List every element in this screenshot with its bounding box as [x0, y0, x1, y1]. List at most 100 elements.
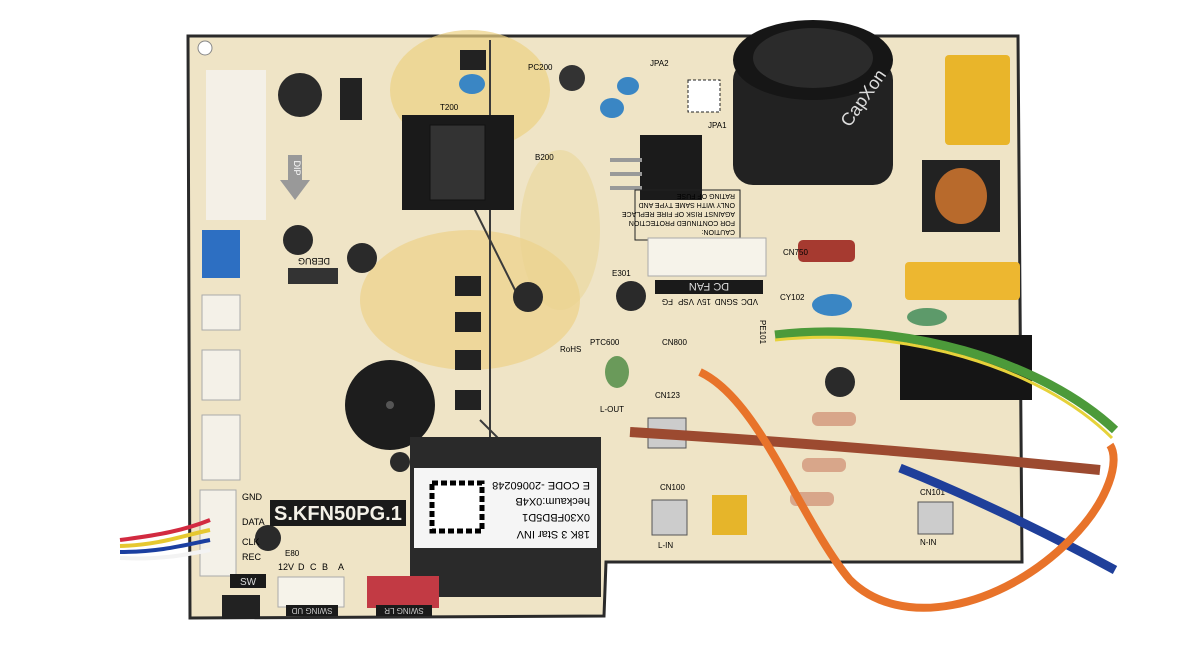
electrolytic-capacitor	[616, 281, 646, 311]
pin-label: DATA	[242, 517, 265, 527]
swing-lr-label: SWING LR	[384, 606, 424, 615]
pin-label: 12V	[278, 562, 294, 572]
dip-label: DIP	[292, 160, 302, 175]
ref-label: E80	[285, 549, 300, 558]
ref-label: CY102	[780, 293, 805, 302]
choke-winding	[935, 168, 987, 224]
electrolytic-capacitor	[278, 73, 322, 117]
ref-label: CN101	[920, 488, 945, 497]
main-capacitor-cap	[753, 28, 873, 88]
resistor	[812, 412, 856, 426]
switch[interactable]	[222, 595, 260, 619]
pcb-board	[186, 34, 1024, 620]
sticker-line: heckaum:0X4B	[515, 495, 590, 507]
wire-orange	[698, 368, 1118, 612]
ref-label: PE101	[758, 320, 767, 345]
connector-blue[interactable]	[202, 230, 240, 278]
optocoupler	[455, 312, 481, 332]
ref-label: N-IN	[920, 538, 937, 547]
pin-label: REC	[242, 552, 262, 562]
swing-ud-connector[interactable]	[277, 576, 345, 608]
optocoupler	[455, 390, 481, 410]
optocoupler	[455, 350, 481, 370]
wire-green-yellow	[774, 327, 1119, 434]
caution-line: ONLY WITH SAME TYPE AND	[639, 201, 735, 208]
wire-blue	[898, 463, 1118, 574]
mount-hole	[197, 40, 213, 56]
electrolytic-capacitor	[255, 525, 281, 551]
regulator-lead	[610, 172, 642, 176]
flux-stain	[520, 150, 600, 310]
electrolytic-capacitor	[390, 452, 410, 472]
dip-arrow	[280, 155, 310, 200]
ref-label: T200	[440, 103, 459, 112]
transformer-core	[429, 124, 486, 201]
ref-label: CN800	[662, 338, 687, 347]
sticker-line: E CODE -20060248	[492, 479, 590, 491]
wire-yellow-stripe	[774, 335, 1114, 440]
swing-ud-label-bar	[286, 605, 338, 616]
pin-label: A	[338, 562, 344, 572]
display-wire-red	[119, 518, 211, 542]
pin-label: GND	[242, 492, 263, 502]
ptc	[605, 356, 629, 388]
dc-fan-label-bar	[655, 280, 763, 294]
swing-lr-label-bar	[376, 605, 432, 616]
connector-white[interactable]	[201, 414, 241, 481]
varistor	[907, 308, 947, 326]
ref-label: L-IN	[658, 541, 673, 550]
connector-white[interactable]	[201, 294, 241, 331]
sw-label-bar	[230, 574, 266, 588]
electrolytic-capacitor	[559, 65, 585, 91]
ref-label: JPA2	[650, 59, 669, 68]
ref-label: CN750	[783, 248, 808, 257]
ref-label: PC200	[528, 63, 553, 72]
optocoupler	[455, 276, 481, 296]
optocoupler	[460, 50, 486, 70]
sticker-line: 18K 3 Star INV	[516, 528, 590, 540]
regulator	[640, 135, 702, 200]
terminal-l-in[interactable]	[651, 499, 688, 536]
sticker-line: 0X30FBD5D1	[522, 511, 590, 523]
diode	[340, 78, 362, 120]
model-label-bar	[270, 500, 406, 526]
caution-line: CAUTION:	[702, 228, 736, 235]
sw-label: SW	[240, 577, 257, 588]
electrolytic-capacitor	[513, 282, 543, 312]
display-wire-yellow	[119, 528, 211, 548]
electrolytic-capacitor	[283, 225, 313, 255]
dc-fan-connector[interactable]	[647, 237, 767, 277]
side-sticker	[206, 70, 266, 220]
ceramic-capacitor	[617, 77, 639, 95]
ref-label: RoHS	[560, 345, 581, 354]
ceramic-capacitor	[459, 74, 485, 94]
dc-fan-label: DC FAN	[689, 280, 729, 292]
wire-brown	[629, 427, 1101, 475]
ref-label: CN100	[660, 483, 685, 492]
electrolytic-capacitor	[825, 367, 855, 397]
yellow-component	[712, 495, 747, 535]
pcb-code	[687, 79, 721, 113]
terminal-n-in[interactable]	[917, 501, 954, 535]
pin-label: SGND	[715, 297, 738, 306]
regulator-lead	[610, 158, 642, 162]
display-wires	[119, 538, 211, 554]
resistor	[802, 458, 846, 472]
pin-label: 15V	[696, 297, 711, 306]
ceramic-capacitor	[812, 294, 852, 316]
swing-lr-connector[interactable]	[367, 576, 439, 608]
pin-label: C	[310, 562, 317, 572]
pin-label: VDC	[741, 297, 758, 306]
pin-label: FG	[662, 297, 673, 306]
display-wire-white	[119, 548, 211, 561]
caution-line: RATING OF FUSE	[676, 192, 735, 199]
swing-ud-label: SWING UD	[291, 606, 332, 615]
connector-white[interactable]	[201, 349, 241, 401]
ceramic-capacitor	[600, 98, 624, 118]
ref-label: CN123	[655, 391, 680, 400]
pin-label: CLK	[242, 537, 260, 547]
debug-label: DEBUG	[298, 256, 330, 266]
pin-label: VSP	[678, 297, 694, 306]
debug-header[interactable]	[288, 268, 338, 284]
